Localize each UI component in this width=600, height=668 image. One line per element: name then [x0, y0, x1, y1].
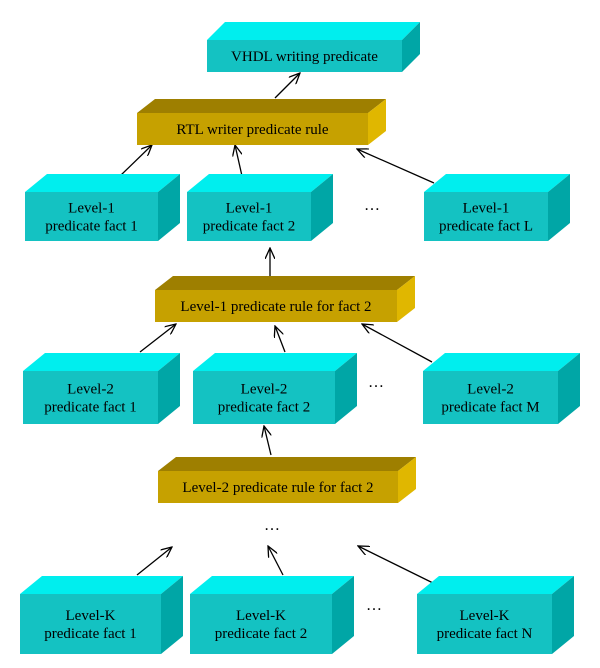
box-front-face: [137, 113, 368, 145]
box-label-line: predicate fact 2: [218, 400, 310, 416]
box-label-line: Level-K: [460, 608, 510, 624]
box-l2-fact1: Level-2 predicate fact 1: [23, 353, 180, 424]
box-label-line: predicate fact 1: [44, 400, 136, 416]
box-top-face: [190, 576, 354, 594]
box-front-face: [187, 192, 311, 241]
arrow-lk-factN-to-gap: [358, 546, 434, 584]
box-side-face: [332, 576, 354, 654]
box-l1-fact2: Level-1 predicate fact 2: [187, 174, 333, 241]
box-label-line: Level-2: [67, 382, 114, 398]
box-side-face: [368, 99, 386, 145]
box-side-face: [398, 457, 416, 503]
box-front-face: [158, 471, 398, 503]
box-side-face: [158, 353, 180, 424]
box-front-face: [207, 40, 402, 72]
box-lk-factN: Level-K predicate fact N: [417, 576, 574, 654]
arrows-layer: [119, 73, 435, 584]
box-top-face: [207, 22, 420, 40]
box-label-line: Level-2: [467, 382, 514, 398]
box-vhdl: VHDL writing predicate: [207, 22, 420, 72]
rowk-ellipsis: …: [366, 597, 382, 614]
box-label-line: predicate fact 2: [203, 219, 295, 235]
box-label-line: Level-1 predicate rule for fact 2: [180, 299, 371, 315]
box-side-face: [311, 174, 333, 241]
box-front-face: [417, 594, 552, 654]
box-l2-fact2: Level-2 predicate fact 2: [193, 353, 357, 424]
box-label-line: Level-K: [236, 608, 286, 624]
box-l1-factL: Level-1 predicate fact L: [424, 174, 570, 241]
box-label-line: predicate fact N: [437, 626, 533, 642]
box-top-face: [193, 353, 357, 371]
box-top-face: [155, 276, 415, 290]
box-label-line: predicate fact L: [439, 219, 533, 235]
box-l1-rule2: Level-1 predicate rule for fact 2: [155, 276, 415, 322]
box-label-line: Level-1: [463, 201, 510, 217]
arrow-l2-factM-to-l1-rule2: [362, 324, 433, 363]
box-lk-fact1: Level-K predicate fact 1: [20, 576, 183, 654]
box-front-face: [25, 192, 158, 241]
box-side-face: [161, 576, 183, 654]
box-top-face: [424, 174, 570, 192]
box-front-face: [155, 290, 397, 322]
arrow-lk-fact1-to-gap: [136, 547, 172, 576]
box-top-face: [137, 99, 386, 113]
row1-ellipsis: …: [364, 197, 380, 214]
arrow-l2-fact2-to-l1-rule2: [275, 326, 286, 353]
box-l1-fact1: Level-1 predicate fact 1: [25, 174, 180, 241]
row2-ellipsis: …: [368, 374, 384, 391]
box-label-line: RTL writer predicate rule: [176, 122, 329, 138]
arrow-lk-fact2-to-gap: [268, 546, 284, 576]
arrow-rtl-rule-to-vhdl: [274, 73, 300, 99]
box-top-face: [158, 457, 416, 471]
box-lk-fact2: Level-K predicate fact 2: [190, 576, 354, 654]
box-label-line: Level-2 predicate rule for fact 2: [182, 480, 373, 496]
box-front-face: [20, 594, 161, 654]
level-gap-ellipsis: …: [264, 517, 280, 534]
box-side-face: [158, 174, 180, 241]
arrow-l1-fact1-to-rtl-rule: [119, 145, 152, 177]
box-top-face: [187, 174, 333, 192]
box-l2-rule2: Level-2 predicate rule for fact 2: [158, 457, 416, 503]
box-label-line: predicate fact 1: [44, 626, 136, 642]
box-top-face: [25, 174, 180, 192]
box-side-face: [335, 353, 357, 424]
box-front-face: [193, 371, 335, 424]
box-label-line: predicate fact 2: [215, 626, 307, 642]
box-side-face: [548, 174, 570, 241]
box-front-face: [424, 192, 548, 241]
box-top-face: [417, 576, 574, 594]
box-side-face: [552, 576, 574, 654]
box-rtl-rule: RTL writer predicate rule: [137, 99, 386, 145]
arrow-l2-rule2-to-l2-fact2: [264, 426, 272, 456]
arrow-l2-fact1-to-l1-rule2: [139, 324, 176, 353]
box-front-face: [423, 371, 558, 424]
box-side-face: [558, 353, 580, 424]
box-l2-factM: Level-2 predicate fact M: [423, 353, 580, 424]
box-label-line: Level-2: [241, 382, 288, 398]
box-top-face: [423, 353, 580, 371]
box-label-line: predicate fact M: [441, 400, 539, 416]
box-label-line: predicate fact 1: [45, 219, 137, 235]
arrow-l1-fact2-to-rtl-rule: [235, 145, 243, 177]
box-label-line: Level-K: [66, 608, 116, 624]
box-label-line: VHDL writing predicate: [231, 49, 378, 65]
ellipsis-layer: … … … …: [264, 197, 384, 614]
box-label-line: Level-1: [68, 201, 115, 217]
box-front-face: [190, 594, 332, 654]
box-top-face: [23, 353, 180, 371]
box-front-face: [23, 371, 158, 424]
box-side-face: [397, 276, 415, 322]
box-side-face: [402, 22, 420, 72]
box-label-line: Level-1: [226, 201, 273, 217]
box-top-face: [20, 576, 183, 594]
arrow-l1-factL-to-rtl-rule: [357, 149, 435, 184]
